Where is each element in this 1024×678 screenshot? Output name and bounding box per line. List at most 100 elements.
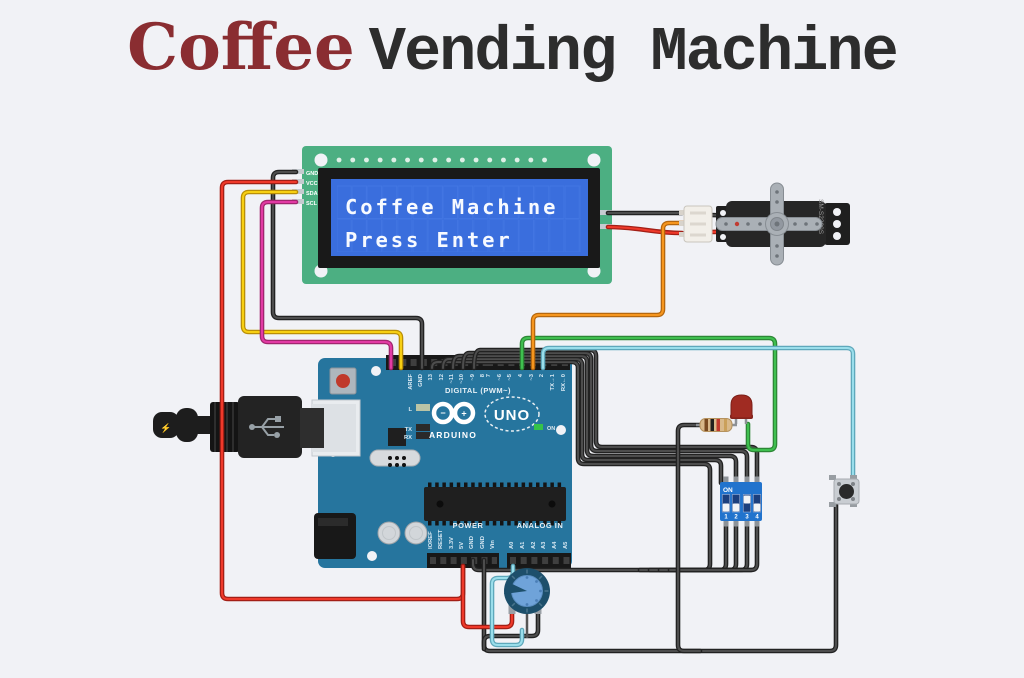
- power-header-label: POWER: [453, 521, 484, 530]
- dip-pins: [723, 476, 760, 527]
- pushbutton-corner-pins: [837, 482, 855, 501]
- svg-text:4: 4: [755, 515, 759, 521]
- servo-hole: [833, 208, 841, 216]
- dip-switch[interactable]: ON 1 2 3 4: [720, 476, 762, 527]
- digital-header-label: DIGITAL (PWM~): [445, 386, 511, 395]
- usb-cable[interactable]: ⚡: [153, 396, 324, 458]
- connector-stub: [679, 221, 685, 226]
- arduino-brand: ARDUINO: [429, 430, 477, 440]
- svg-text:−: −: [440, 408, 445, 418]
- svg-text:~5: ~5: [507, 373, 513, 380]
- pushbutton[interactable]: [829, 475, 860, 507]
- mount-hole: [367, 551, 377, 561]
- reset-button[interactable]: [329, 367, 357, 395]
- svg-text:TX→1: TX→1: [550, 373, 556, 390]
- servo-horn-holes: [724, 190, 819, 258]
- servo-horn-red-dot: [734, 221, 740, 227]
- svg-text:AREF: AREF: [408, 374, 414, 390]
- capacitor-ring: [409, 526, 423, 540]
- wire-dip1-gnd[interactable]: [640, 521, 726, 570]
- servo-model-label: SM-S2309S: [817, 199, 824, 235]
- lcd-char-grid: [337, 185, 581, 252]
- chip-dot: [548, 500, 556, 508]
- analog-header[interactable]: [507, 553, 571, 568]
- svg-text:A4: A4: [552, 541, 558, 549]
- dip-body[interactable]: [720, 482, 762, 521]
- on-label: ON: [547, 426, 555, 432]
- uno-badge: [484, 396, 540, 432]
- led[interactable]: [730, 394, 753, 419]
- lightning-icon: ⚡: [160, 422, 171, 434]
- led-label-tx: TX: [405, 427, 413, 433]
- svg-text:GND: GND: [480, 536, 486, 549]
- wire-dip2-gnd[interactable]: [650, 521, 736, 570]
- wire-servo-red[interactable]: [608, 227, 682, 233]
- svg-text:3.3V: 3.3V: [449, 537, 455, 549]
- dip-slider-1[interactable]: [722, 503, 730, 512]
- title-vending-machine: Vending Machine: [368, 17, 899, 88]
- svg-text:1: 1: [724, 515, 728, 521]
- connector-stub: [679, 232, 685, 237]
- svg-text:A5: A5: [563, 541, 569, 549]
- model-label: UNO: [494, 407, 530, 424]
- analog-header-label: ANALOG IN: [517, 521, 564, 530]
- power-pin-labels: IOREF RESET 3.3V 5V GND GND Vin A0 A1 A2…: [428, 529, 569, 549]
- svg-text:Vin: Vin: [490, 540, 496, 549]
- lcd-pin-label-sda: SDA: [306, 191, 318, 197]
- svg-text:2: 2: [734, 515, 738, 521]
- svg-text:7: 7: [486, 374, 492, 377]
- svg-text:~10: ~10: [459, 374, 465, 384]
- arduino-uno[interactable]: L TX RX − + ARDUINO UNO ON AREF GND 13: [311, 355, 572, 568]
- pot-pointer: [504, 582, 527, 594]
- wire-dip4-gnd[interactable]: [670, 521, 757, 570]
- svg-text:12: 12: [439, 374, 445, 380]
- lcd-module[interactable]: GND VCC SDA SCL Coffee Machine Press Ent…: [292, 146, 612, 284]
- arduino-logo-icon: − +: [431, 401, 476, 425]
- resistor[interactable]: [699, 418, 733, 432]
- svg-text:~11: ~11: [449, 373, 455, 383]
- servo-motor[interactable]: SM-S2309S: [679, 182, 850, 266]
- pushbutton-cap[interactable]: [839, 484, 854, 499]
- svg-text:A3: A3: [541, 541, 547, 549]
- pot-knob-dots: [525, 576, 542, 606]
- servo-horn[interactable]: [715, 182, 823, 266]
- servo-hole: [720, 210, 726, 216]
- capacitor-ring: [382, 526, 396, 540]
- led-label-l: L: [408, 407, 412, 413]
- svg-text:5V: 5V: [459, 542, 465, 549]
- capacitor: [377, 521, 401, 545]
- power-jack-detail: [318, 518, 348, 526]
- dip-on-label: ON: [723, 487, 733, 494]
- page-title: Coffee Vending Machine: [0, 10, 1024, 88]
- led-label-rx: RX: [404, 435, 412, 441]
- svg-text:+: +: [461, 409, 466, 419]
- on-led: [534, 424, 543, 430]
- dip-slider-3[interactable]: [743, 495, 751, 504]
- servo-hole: [833, 232, 841, 240]
- svg-text:2: 2: [539, 374, 545, 377]
- connector-stub: [679, 210, 685, 215]
- dip-channels[interactable]: [721, 494, 762, 513]
- svg-text:IOREF: IOREF: [428, 531, 434, 549]
- lcd-line2: Press Enter: [345, 228, 513, 252]
- resistor-band: [710, 419, 714, 431]
- resistor-band: [724, 419, 727, 431]
- led-tx: [416, 424, 430, 431]
- svg-text:~9: ~9: [470, 373, 476, 380]
- svg-text:RESET: RESET: [438, 529, 444, 549]
- dip-numbers: 1 2 3 4: [724, 515, 759, 521]
- wire-pot-5v[interactable]: [463, 566, 512, 627]
- dip-slider-4[interactable]: [753, 503, 761, 512]
- potentiometer[interactable]: [504, 568, 550, 614]
- lcd-line1: Coffee Machine: [345, 195, 558, 219]
- mount-hole: [371, 366, 381, 376]
- svg-text:GND: GND: [418, 374, 424, 387]
- led-resistor-group[interactable]: [696, 394, 753, 432]
- lcd-pin-label-vcc: VCC: [306, 181, 318, 187]
- lcd-hole: [314, 153, 328, 167]
- svg-text:8: 8: [480, 373, 486, 377]
- digital-pin-labels: AREF GND 13 12 ~11 ~10 ~9 8 7 ~6 ~5 4 ~3…: [408, 373, 567, 391]
- svg-text:RX←0: RX←0: [561, 374, 567, 391]
- dip-slider-2[interactable]: [732, 503, 740, 512]
- pot-ticks: [505, 569, 549, 613]
